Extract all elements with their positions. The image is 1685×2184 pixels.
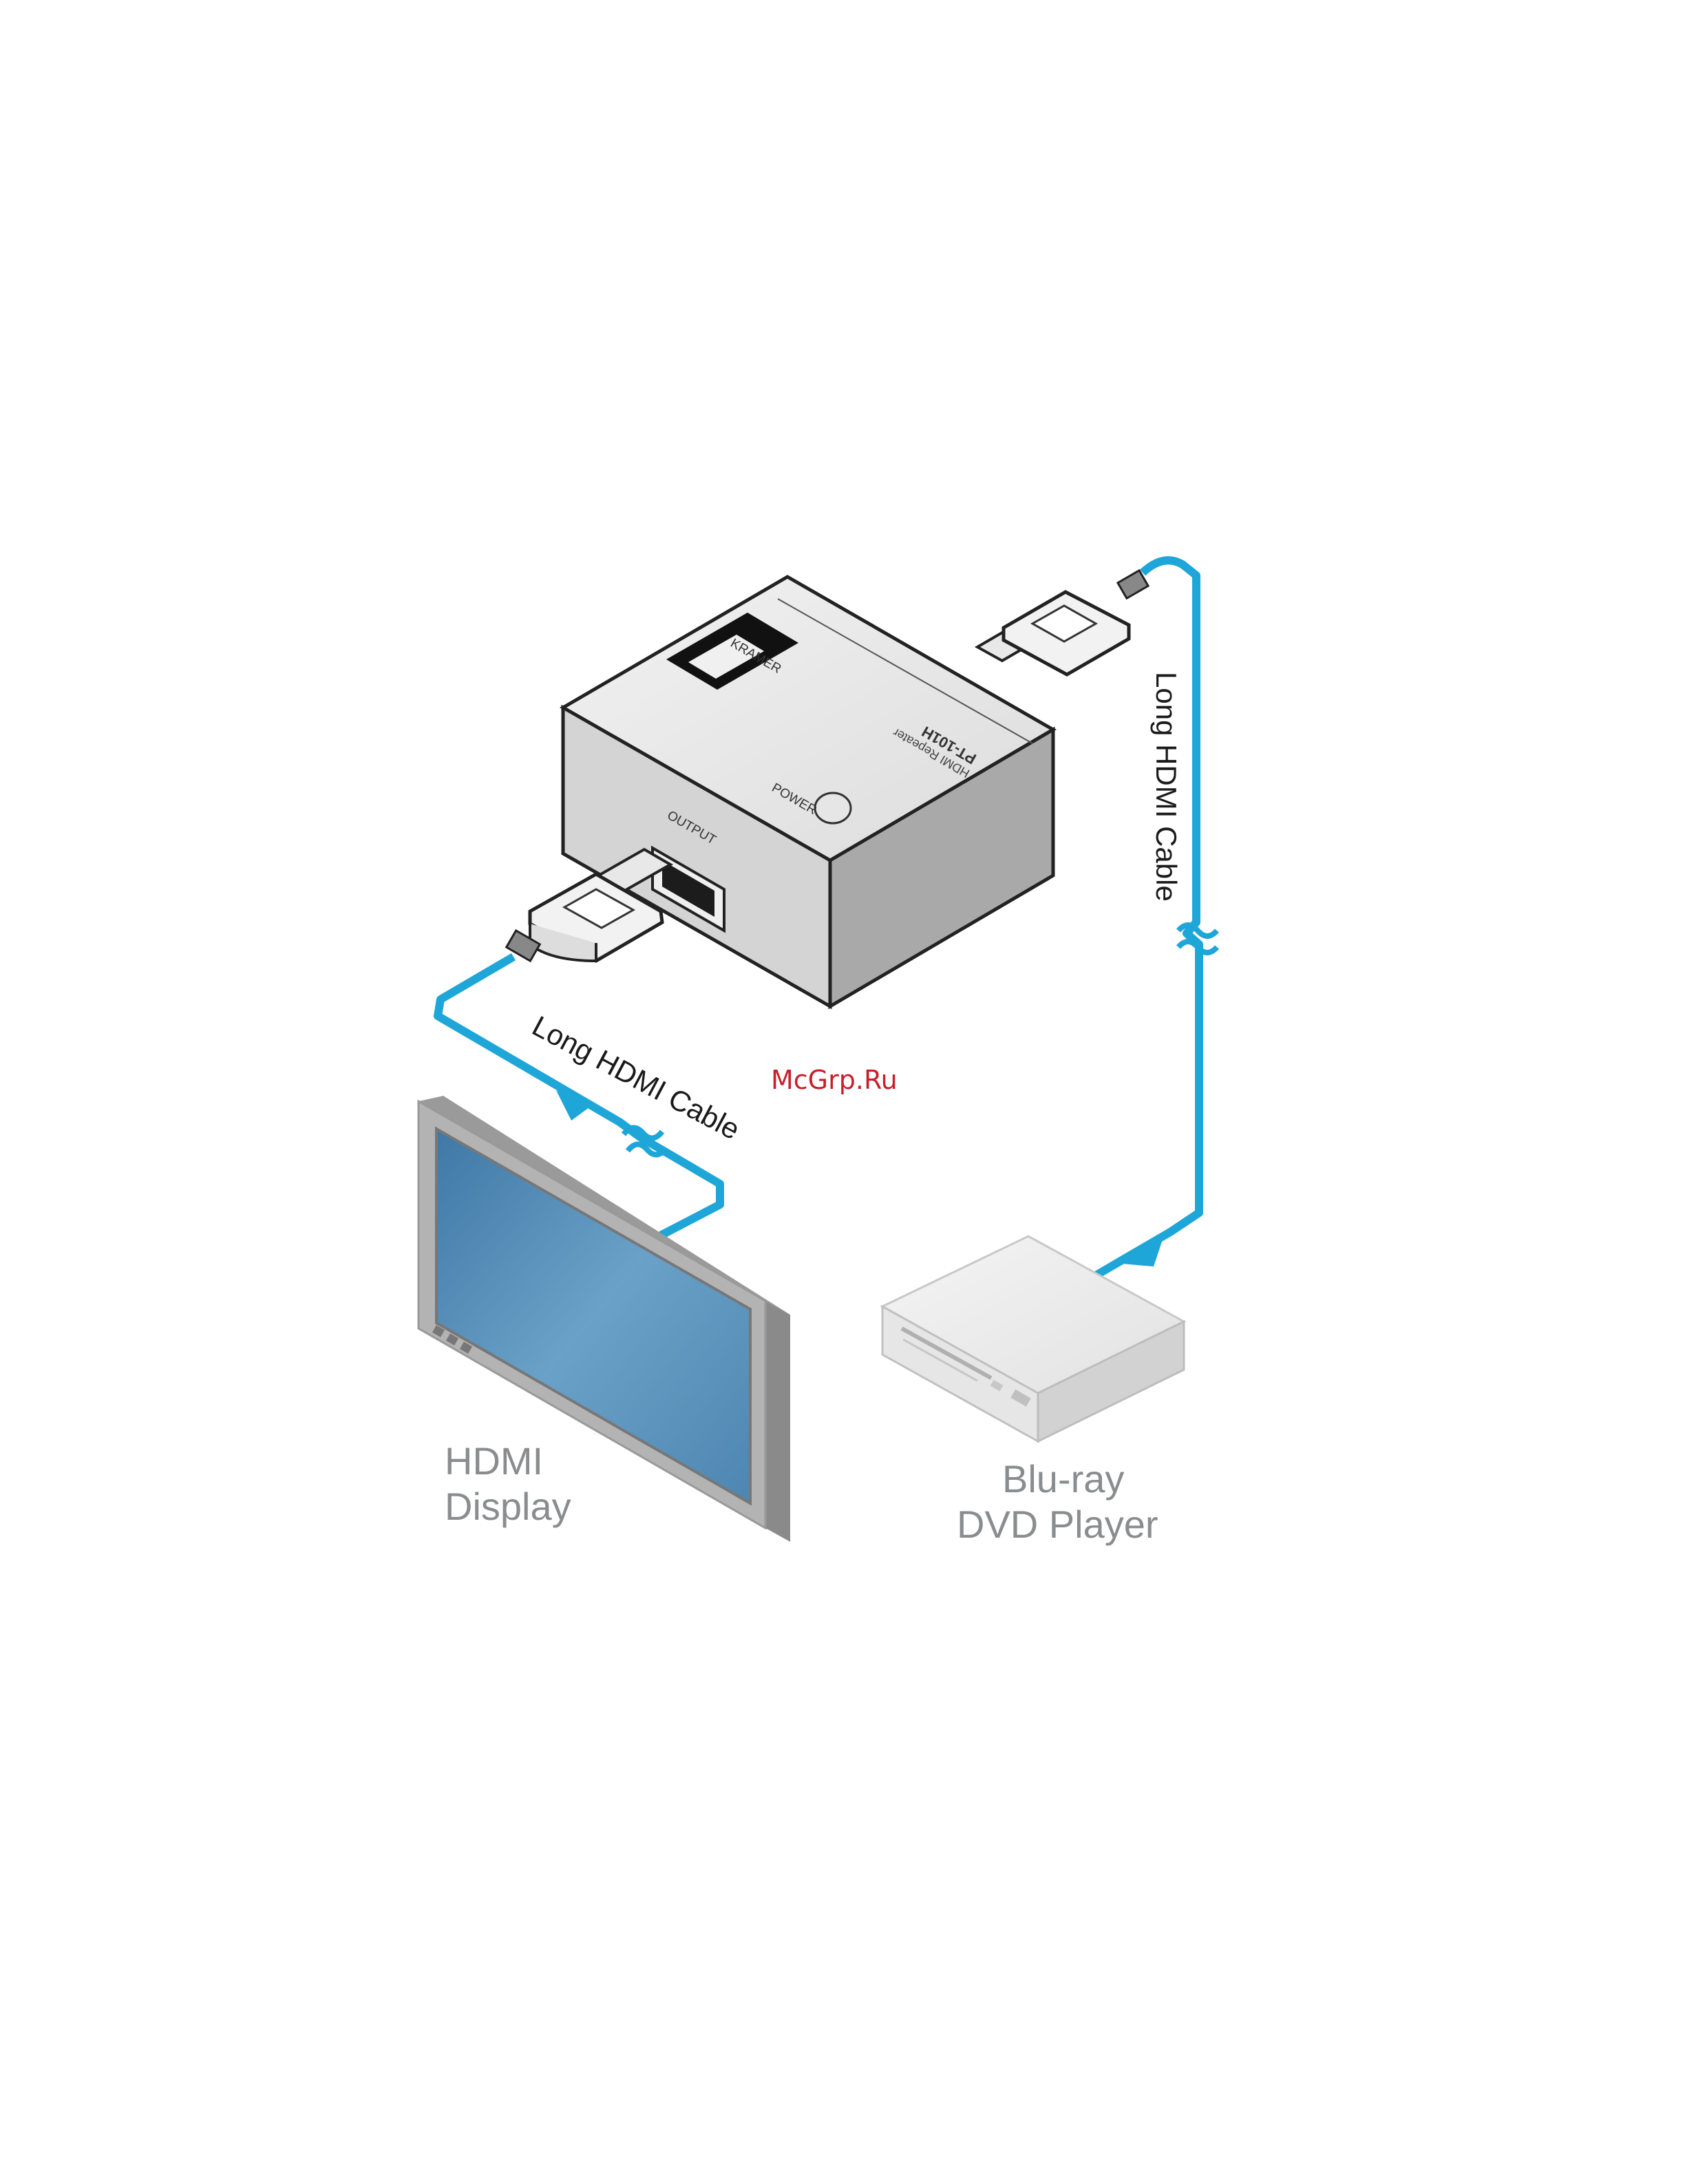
right-cable xyxy=(1088,560,1217,1280)
display-label-line2: Display xyxy=(445,1485,571,1528)
right-cable-label: Long HDMI Cable xyxy=(1150,672,1183,902)
player-label-line2: DVD Player xyxy=(957,1503,1158,1546)
hdmi-repeater-device: KRAMER PT-101H HDMI Repeater OUTPUT POWE… xyxy=(563,577,1053,1006)
watermark-text: McGrp.Ru xyxy=(771,1065,898,1095)
hdmi-plug-loose xyxy=(977,571,1148,675)
display-label-line1: HDMI xyxy=(445,1439,543,1483)
bluray-player xyxy=(882,1236,1184,1441)
player-label-line1: Blu-ray xyxy=(1002,1457,1124,1501)
